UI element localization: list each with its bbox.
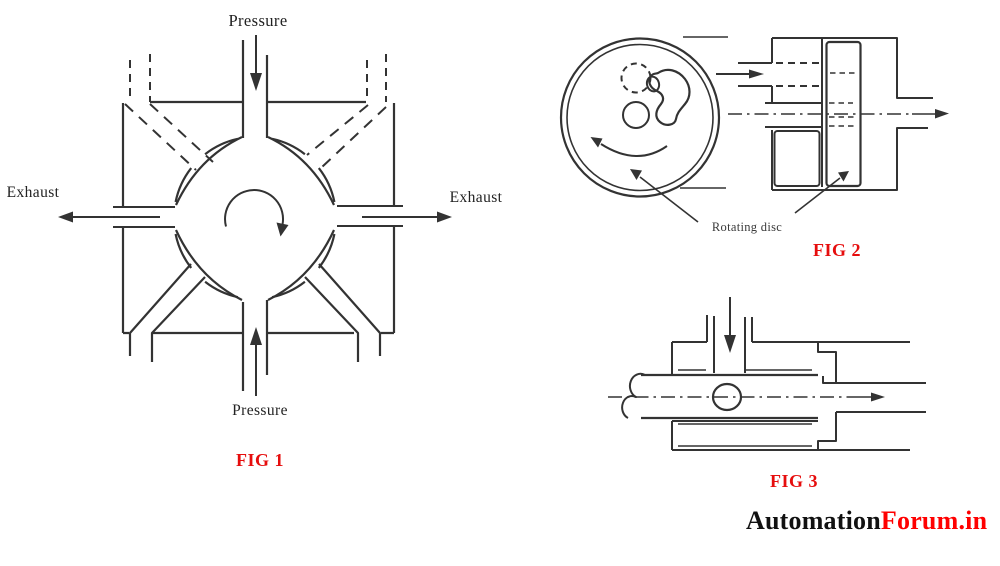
fig1-caption: FIG 1 — [235, 450, 284, 470]
fig3-housing — [671, 341, 926, 451]
slot-end-hole — [645, 75, 661, 93]
fig2-side-view — [716, 37, 949, 191]
fig1-right-exhaust-port — [337, 205, 452, 227]
fig1-rotor-passages — [175, 136, 335, 301]
fig1-pressure-top-label: Pressure — [228, 11, 288, 30]
fig2-rotating-disc-label: Rotating disc — [711, 220, 783, 234]
fig1-rotation-arrow-icon — [224, 189, 289, 237]
fig1-dashed-cylinder-ports — [124, 54, 387, 171]
fig1-top-pressure-pipe — [241, 35, 269, 138]
disc-hole — [622, 101, 650, 129]
fig2-caption: FIG 2 — [812, 240, 861, 260]
fig1-exhaust-right-label: Exhaust — [449, 189, 503, 206]
fig2-rotating-disc-drawing — [559, 36, 949, 223]
fig1-rotor-bore — [174, 137, 336, 299]
outlet-right-arrow-icon — [855, 392, 885, 402]
outlet-arrow-icon — [912, 109, 949, 119]
rotating-disc-leader-arrows — [630, 169, 849, 223]
fig1-bottom-pressure-pipe — [241, 300, 269, 396]
watermark-brand-red: Forum.in — [880, 506, 988, 535]
fig3-inlet-pipe — [706, 297, 753, 373]
inlet-arrow-icon — [716, 69, 764, 79]
disc-rotation-arrow-icon — [590, 137, 668, 157]
shaft-break-symbol — [621, 372, 646, 419]
fig1-left-exhaust-port — [58, 206, 175, 228]
watermark-brand-black: Automation — [746, 506, 881, 535]
fig2-disc-front-view — [559, 36, 728, 198]
fig1-solid-cylinder-ports — [128, 263, 382, 362]
fig3-caption: FIG 3 — [769, 471, 818, 491]
fig1-valve-body — [121, 100, 396, 335]
fig1-exhaust-left-label: Exhaust — [6, 184, 60, 201]
disc-kidney-slot — [648, 68, 691, 126]
hidden-port-dashed-circle — [620, 62, 652, 94]
fig3-shuttle-valve-drawing — [608, 297, 926, 451]
automationforum-watermark: AutomationForum.in — [746, 506, 987, 536]
fig3-shaft — [608, 372, 885, 420]
fig1-pressure-bottom-label: Pressure — [232, 402, 288, 419]
fig1-rotary-valve-drawing — [58, 35, 452, 396]
